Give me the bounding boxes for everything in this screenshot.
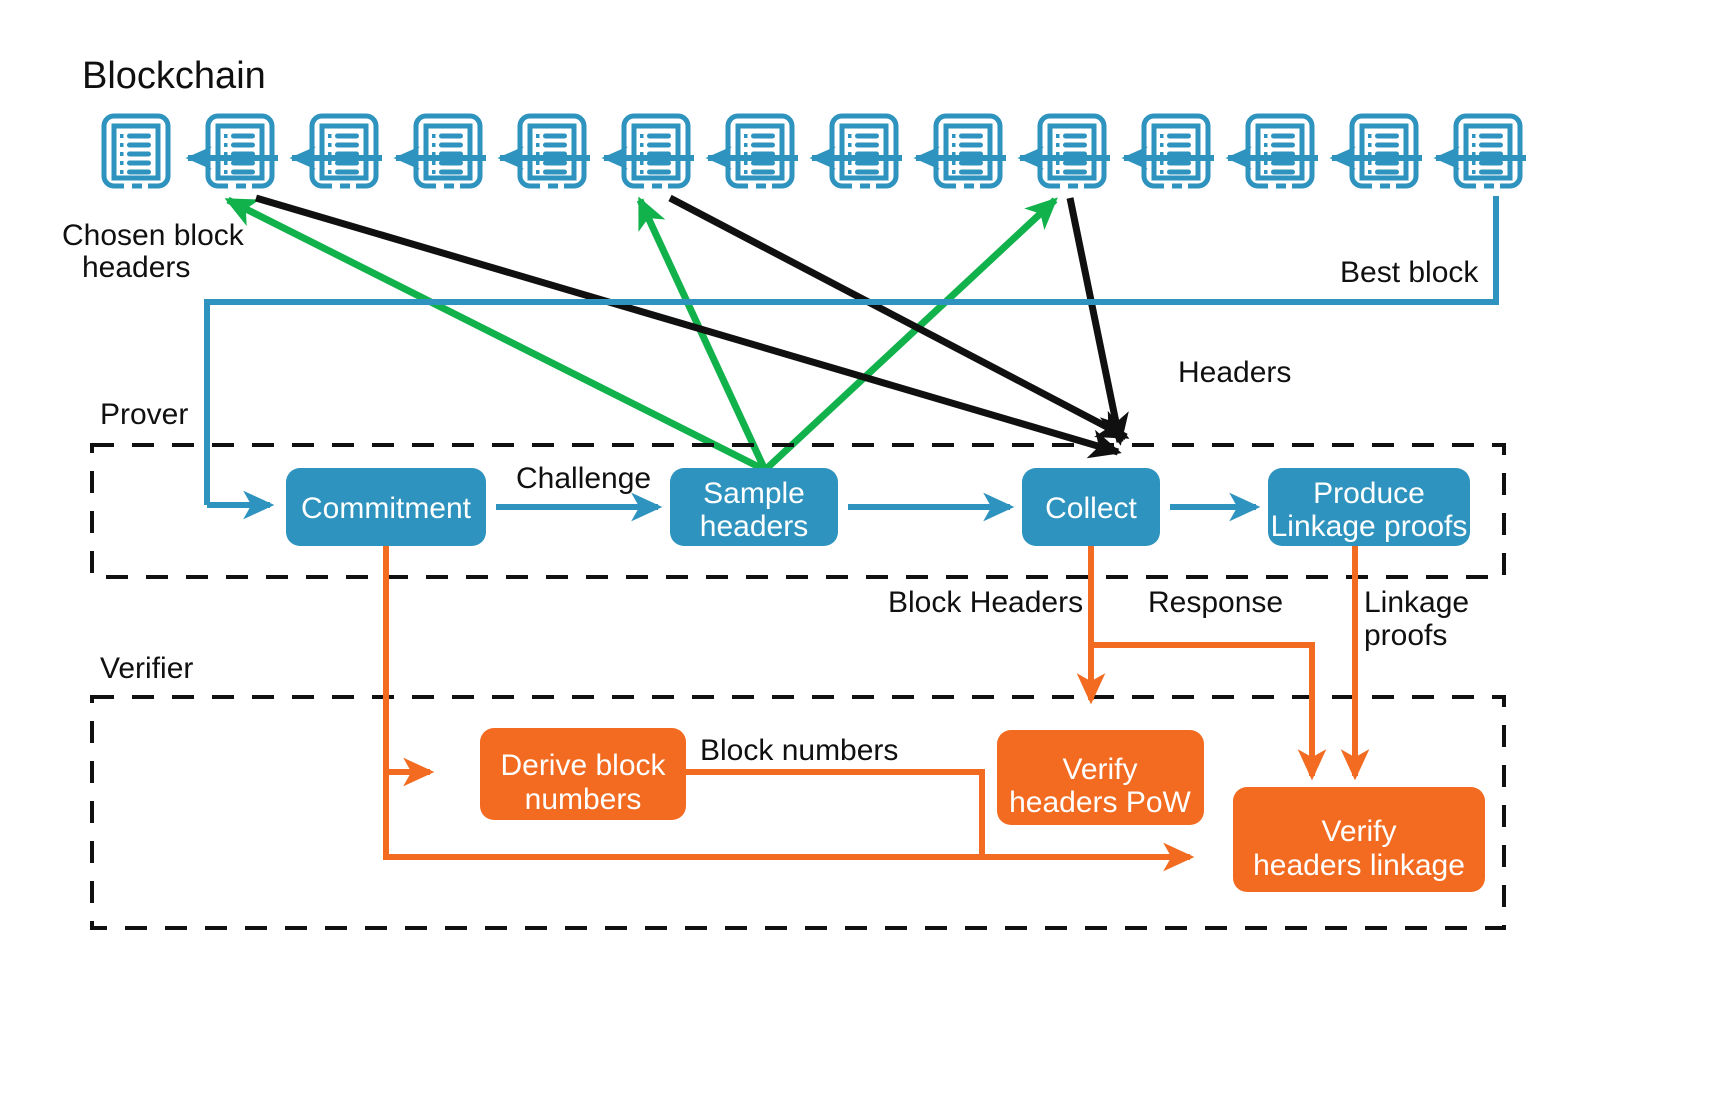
response-label: Response [1148,586,1283,619]
node-label: headers [700,510,808,543]
node-derive-block-numbers[interactable]: Derive block numbers [480,728,686,820]
headers-arrow [255,194,1130,459]
node-label: numbers [525,783,642,816]
chosen-block-headers-arrow [224,196,1058,474]
node-verify-headers-linkage[interactable]: Verify headers linkage [1233,787,1485,892]
page-title: Blockchain [82,55,266,97]
node-commitment[interactable]: Commitment [286,468,486,546]
prover-lane-boundary [90,443,1506,579]
node-label: Verify [1321,815,1396,848]
linkage-proofs-label: Linkage [1364,586,1469,619]
block-node[interactable] [1144,116,1208,186]
commitment-to-verify-linkage-arrow [383,546,1195,872]
chosen-block-headers-label: Chosen block [62,219,245,252]
block-node[interactable] [832,116,896,186]
node-sample-headers[interactable]: Sample headers [670,468,838,546]
block-node[interactable] [1040,116,1104,186]
node-label: Produce [1313,477,1425,510]
headers-label: Headers [1178,356,1291,389]
block-node[interactable] [312,116,376,186]
best-block-line [204,196,1499,505]
node-label: Sample [703,477,805,510]
block-node[interactable] [1456,116,1520,186]
block-node[interactable] [728,116,792,186]
node-label: headers PoW [1009,786,1191,819]
commitment-to-derive-arrow [383,546,435,787]
node-label: Verify [1062,753,1137,786]
block-node[interactable] [624,116,688,186]
block-node[interactable] [104,116,168,186]
prover-lane-label: Prover [100,398,188,431]
block-node[interactable] [1248,116,1312,186]
best-block-label: Best block [1340,256,1479,289]
node-label: Collect [1045,492,1137,525]
block-node[interactable] [208,116,272,186]
verifier-lane-label: Verifier [100,652,193,685]
linkage-proofs-label-2: proofs [1364,619,1447,652]
node-label: Linkage proofs [1271,510,1468,543]
block-numbers-label: Block numbers [700,734,898,767]
block-headers-label: Block Headers [888,586,1083,619]
block-node[interactable] [936,116,1000,186]
block-node[interactable] [416,116,480,186]
block-numbers-line [686,769,985,857]
block-node[interactable] [1352,116,1416,186]
node-label: Derive block [500,749,666,782]
node-collect[interactable]: Collect [1022,468,1160,546]
node-produce-linkage-proofs[interactable]: Produce Linkage proofs [1268,468,1470,546]
blockchain-row [104,116,1526,186]
block-node[interactable] [520,116,584,186]
verifier-lane-boundary [90,695,1506,930]
response-arrow [1091,642,1327,781]
node-label: Commitment [301,492,472,525]
node-label: headers linkage [1253,849,1465,882]
chosen-block-headers-label-2: headers [82,251,190,284]
node-verify-headers-pow[interactable]: Verify headers PoW [997,730,1204,825]
challenge-label: Challenge [516,462,651,495]
